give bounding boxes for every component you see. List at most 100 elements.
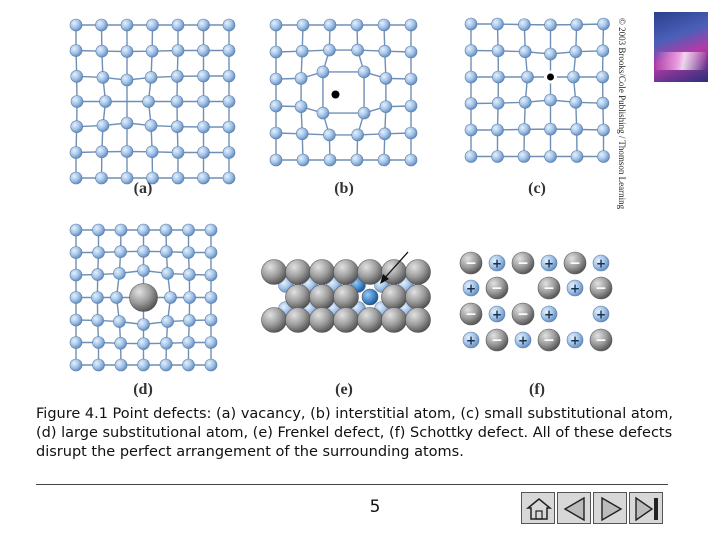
plus-sign: +	[596, 257, 606, 271]
schottky-defect-arrangement: −+−+−++−−+−−+−+++−+−+−	[459, 251, 613, 352]
large-ion	[405, 259, 431, 285]
lattice-atom	[404, 153, 418, 167]
ion-sphere	[511, 251, 535, 275]
lattice-atom	[114, 245, 127, 258]
lattice-atom	[69, 358, 83, 372]
ion-sphere	[514, 331, 532, 349]
cation: +	[566, 279, 584, 297]
large-ion	[261, 307, 287, 333]
lattice-atom	[491, 96, 505, 110]
lattice-atom	[183, 291, 196, 304]
lattice-atom	[204, 223, 218, 237]
cation: +	[462, 279, 480, 297]
lattice-atom	[137, 318, 150, 331]
lattice-atom	[377, 153, 391, 167]
plus-sign: +	[570, 282, 580, 296]
lattice-atom	[120, 73, 134, 87]
lattice-atom	[171, 146, 185, 159]
lattice-atom	[197, 120, 210, 134]
figure-caption: Figure 4.1 Point defects: (a) vacancy, (…	[36, 406, 674, 460]
lattice-atom	[323, 18, 337, 32]
lattice-atom	[544, 18, 557, 32]
lattice-atom	[357, 106, 371, 120]
lattice-atom	[69, 336, 83, 349]
ion-sphere	[488, 305, 506, 323]
back-icon	[563, 496, 585, 522]
lattice-atom	[171, 18, 185, 32]
lattice-atom	[161, 267, 174, 280]
lattice-atom	[159, 223, 173, 237]
lattice-atom	[269, 72, 283, 86]
ion-sphere	[540, 254, 558, 272]
lattice-atom	[70, 95, 84, 108]
lattice-atom	[544, 93, 557, 107]
lattice-atom	[95, 44, 109, 58]
lattice-atom	[197, 44, 210, 57]
lattice-atom	[569, 95, 583, 109]
ion-sphere	[485, 276, 509, 300]
large-ion	[285, 307, 311, 333]
ion-sphere	[592, 305, 610, 323]
lattice-atom	[204, 358, 218, 372]
lattice-atom	[222, 120, 236, 134]
lattice-atom	[92, 358, 105, 372]
plus-sign: +	[544, 257, 554, 271]
footer-divider	[36, 484, 668, 485]
lattice-atom	[377, 18, 391, 32]
large-ion	[405, 307, 431, 333]
lattice-atom	[91, 268, 104, 281]
ion-sphere	[589, 328, 613, 352]
lattice-atom	[491, 150, 504, 163]
plus-sign: +	[570, 334, 580, 348]
lattice-atom	[182, 358, 195, 372]
lattice-atom	[323, 43, 336, 57]
lattice-atom	[464, 97, 478, 110]
ion-sphere	[488, 254, 506, 272]
forward-button[interactable]	[593, 492, 627, 524]
minus-sign: −	[595, 281, 607, 297]
lattice-atom	[120, 116, 134, 130]
lattice-atom	[544, 150, 557, 163]
lattice-atom	[518, 123, 531, 136]
lattice-atom	[492, 70, 505, 84]
lattice-atom	[146, 171, 159, 185]
lattice-atom	[379, 72, 393, 85]
lattice-atom	[518, 45, 532, 59]
lattice-atom	[521, 70, 534, 84]
lattice-atom	[114, 223, 128, 237]
lattice-atom	[491, 44, 505, 58]
home-button[interactable]	[521, 492, 555, 524]
lattice-atom	[114, 337, 127, 350]
lattice-atom	[351, 43, 364, 57]
lattice-atom	[350, 18, 364, 32]
copyright-text: © 2003 Brooks/Cole Publishing / Thomson …	[617, 18, 627, 210]
ion-sphere	[511, 302, 535, 326]
lattice-atoms	[69, 18, 236, 185]
lattice-atom	[350, 153, 364, 167]
lattice-atom	[570, 123, 583, 136]
lattice-atom	[159, 358, 173, 372]
book-cover-streak	[656, 52, 706, 70]
lattice-atom	[137, 245, 150, 258]
back-button[interactable]	[557, 492, 591, 524]
lattice-atom	[197, 146, 210, 159]
lattice-atom	[69, 171, 83, 185]
plus-sign: +	[596, 308, 606, 322]
lattice-atom	[69, 291, 83, 304]
lattice-atom	[120, 145, 134, 158]
plus-sign: +	[492, 257, 502, 271]
lattice-atom	[197, 171, 210, 185]
large-ion	[381, 307, 407, 333]
lattice-atom	[110, 291, 123, 304]
anion: −	[589, 276, 613, 300]
ion-sphere	[566, 331, 584, 349]
copyright-note: © 2003 Brooks/Cole Publishing / Thomson …	[615, 18, 629, 209]
end-button[interactable]	[629, 492, 663, 524]
lattice-atom	[120, 18, 134, 32]
large-ion	[261, 259, 287, 285]
lattice-atom	[183, 314, 196, 327]
lattice-atom	[351, 128, 364, 142]
lattice-atom	[597, 17, 610, 31]
lattice-atom	[92, 223, 105, 237]
lattice-atom	[95, 171, 108, 185]
